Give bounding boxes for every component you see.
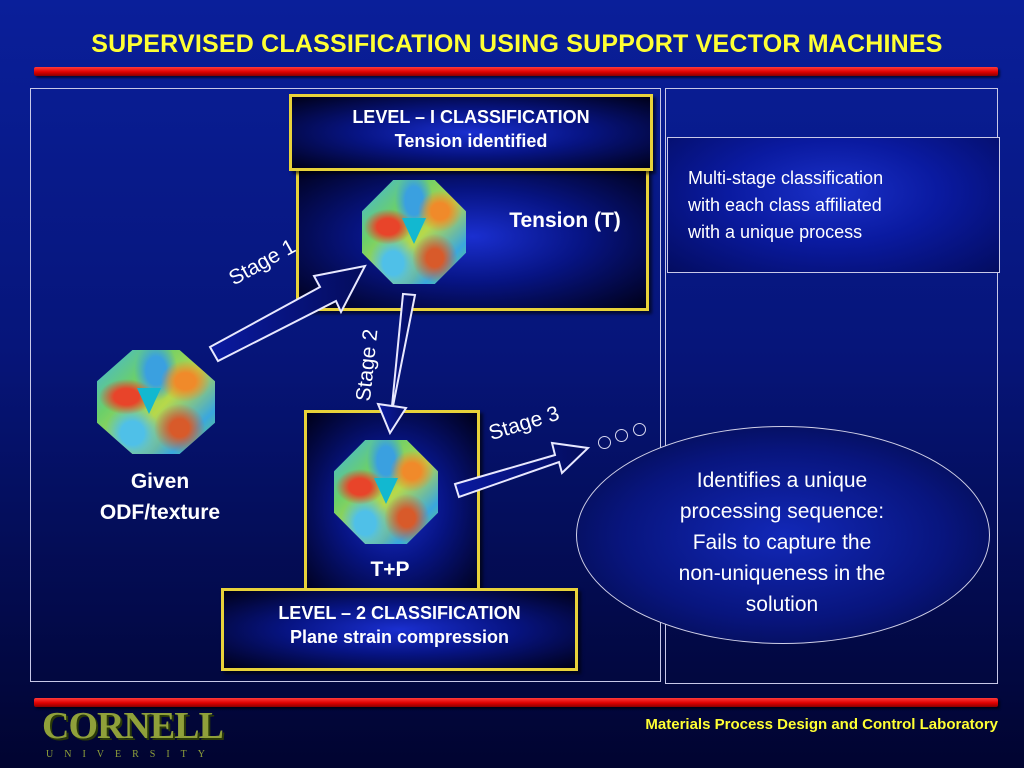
tp-label: T+P bbox=[370, 558, 410, 581]
slide-title: SUPERVISED CLASSIFICATION USING SUPPORT … bbox=[91, 30, 943, 58]
level2-label-box: LEVEL – 2 CLASSIFICATION Plane strain co… bbox=[221, 588, 578, 671]
odf-sphere-icon bbox=[97, 350, 215, 454]
given-label: Given ODF/texture bbox=[70, 466, 250, 528]
callout-line: processing sequence: bbox=[679, 500, 885, 523]
left-panel bbox=[30, 88, 661, 682]
note-line: with a unique process bbox=[688, 222, 863, 242]
right-panel bbox=[665, 88, 998, 684]
cornell-logo: CORNELL bbox=[42, 705, 224, 747]
note-text: Multi-stage classification with each cla… bbox=[688, 165, 968, 246]
arrow-icon bbox=[208, 264, 367, 363]
callout-line: Fails to capture the bbox=[692, 531, 872, 554]
given-line1: Given bbox=[130, 470, 190, 493]
note-line: with each class affiliated bbox=[688, 195, 882, 215]
arrow-icon bbox=[376, 292, 417, 436]
level1-line2: Tension identified bbox=[394, 131, 548, 151]
thought-bubble-icon bbox=[615, 429, 628, 442]
cornell-logo-subtext: UNIVERSITY bbox=[46, 749, 216, 760]
callout-line: Identifies a unique bbox=[696, 469, 868, 492]
odf-sphere-icon bbox=[362, 180, 466, 284]
note-line: Multi-stage classification bbox=[688, 168, 884, 188]
callout-line: solution bbox=[745, 593, 819, 616]
top-red-bar bbox=[34, 67, 998, 76]
bottom-red-bar bbox=[34, 698, 998, 707]
level2-line2: Plane strain compression bbox=[289, 627, 510, 647]
tension-label: Tension (T) bbox=[509, 209, 621, 232]
callout-text: Identifies a unique processing sequence:… bbox=[620, 465, 944, 620]
callout-ellipse bbox=[576, 426, 990, 644]
level1-line1: LEVEL – I CLASSIFICATION bbox=[352, 107, 590, 127]
callout-line: non-uniqueness in the bbox=[678, 562, 886, 585]
given-line2: ODF/texture bbox=[99, 501, 221, 524]
thought-bubble-icon bbox=[633, 423, 646, 436]
arrow-icon bbox=[453, 441, 591, 499]
thought-bubble-icon bbox=[598, 436, 611, 449]
odf-sphere-icon bbox=[334, 440, 438, 544]
lab-name: Materials Process Design and Control Lab… bbox=[645, 716, 998, 733]
level2-line1: LEVEL – 2 CLASSIFICATION bbox=[278, 603, 521, 623]
level1-label-box: LEVEL – I CLASSIFICATION Tension identif… bbox=[289, 94, 653, 171]
note-box bbox=[667, 137, 1000, 273]
